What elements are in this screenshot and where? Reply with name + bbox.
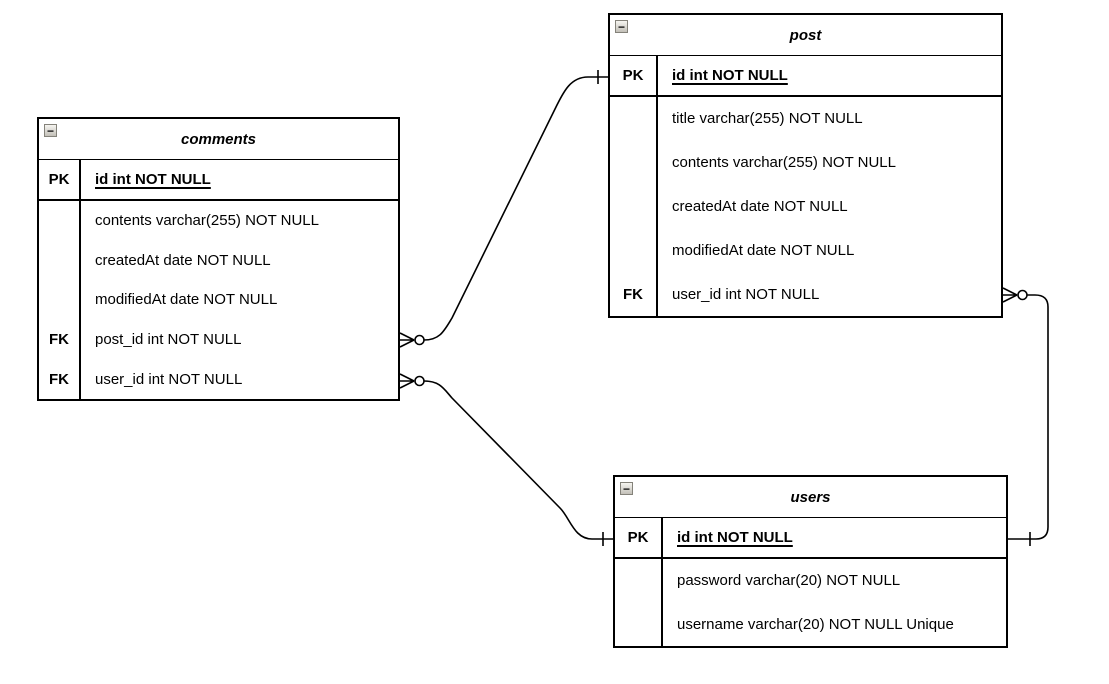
key-label [610, 228, 658, 273]
collapse-button[interactable]: − [615, 20, 628, 33]
table-body: contents varchar(255) NOT NULL createdAt… [39, 201, 398, 399]
crows-foot-many-icon [1002, 287, 1028, 303]
table-row: username varchar(20) NOT NULL Unique [615, 602, 1006, 646]
fk-label: FK [39, 359, 81, 399]
table-title: post [789, 26, 822, 44]
key-label [39, 280, 81, 320]
table-row-pk: PK id int NOT NULL [610, 56, 1001, 97]
field-text: id int NOT NULL [677, 529, 793, 546]
table-row-pk: PK id int NOT NULL [39, 160, 398, 201]
table-row: createdAt date NOT NULL [610, 184, 1001, 229]
table-row: title varchar(255) NOT NULL [610, 97, 1001, 141]
collapse-button[interactable]: − [620, 482, 633, 495]
table-title: users [790, 488, 831, 506]
table-row-pk: PK id int NOT NULL [615, 518, 1006, 559]
field-text: user_id int NOT NULL [95, 370, 243, 388]
field-text: modifiedAt date NOT NULL [672, 241, 855, 259]
table-row: modifiedAt date NOT NULL [39, 280, 398, 320]
field-text: title varchar(255) NOT NULL [672, 110, 863, 128]
relationship-line [423, 76, 608, 341]
table-title: comments [180, 130, 257, 148]
table-row: FK user_id int NOT NULL [610, 272, 1001, 316]
key-label [39, 201, 81, 241]
field-text: createdAt date NOT NULL [95, 251, 271, 269]
field-text: password varchar(20) NOT NULL [677, 572, 901, 590]
table-row: contents varchar(255) NOT NULL [39, 201, 398, 241]
zero-circle-icon [1017, 289, 1028, 301]
table-comments[interactable]: − comments PK id int NOT NULL contents v… [37, 117, 400, 401]
relationship-comments-users [399, 373, 613, 546]
fk-label: FK [610, 272, 658, 316]
field-text: modifiedAt date NOT NULL [95, 291, 278, 309]
relationship-post-users [1002, 287, 1049, 546]
table-row: FK post_id int NOT NULL [39, 319, 398, 360]
field-text: user_id int NOT NULL [672, 285, 820, 303]
field-text: username varchar(20) NOT NULL Unique [677, 615, 954, 633]
field-text: createdAt date NOT NULL [672, 197, 848, 215]
fk-label: FK [39, 319, 81, 360]
pk-label: PK [610, 56, 658, 95]
relationship-comments-post [399, 70, 608, 348]
collapse-button[interactable]: − [44, 124, 57, 137]
zero-circle-icon [414, 334, 425, 346]
key-label [610, 97, 658, 141]
table-row: contents varchar(255) NOT NULL [610, 140, 1001, 185]
field-text: id int NOT NULL [672, 67, 788, 84]
table-row: createdAt date NOT NULL [39, 240, 398, 281]
table-post[interactable]: − post PK id int NOT NULL title varchar(… [608, 13, 1003, 318]
key-label [615, 602, 663, 646]
table-body: title varchar(255) NOT NULL contents var… [610, 97, 1001, 316]
table-body: password varchar(20) NOT NULL username v… [615, 559, 1006, 646]
crows-foot-many-icon [399, 373, 425, 389]
key-label [615, 559, 663, 603]
field-text: post_id int NOT NULL [95, 331, 242, 349]
table-comments-header: − comments [39, 119, 398, 160]
table-row: password varchar(20) NOT NULL [615, 559, 1006, 603]
pk-label: PK [615, 518, 663, 557]
table-users[interactable]: − users PK id int NOT NULL password varc… [613, 475, 1008, 648]
field-text: id int NOT NULL [95, 171, 211, 188]
crows-foot-many-icon [399, 332, 425, 348]
key-label [610, 184, 658, 229]
zero-circle-icon [414, 375, 425, 387]
table-users-header: − users [615, 477, 1006, 518]
pk-label: PK [39, 160, 81, 199]
key-label [39, 240, 81, 281]
table-row: FK user_id int NOT NULL [39, 359, 398, 399]
table-post-header: − post [610, 15, 1001, 56]
key-label [610, 140, 658, 185]
field-text: contents varchar(255) NOT NULL [672, 154, 896, 172]
table-row: modifiedAt date NOT NULL [610, 228, 1001, 273]
field-text: contents varchar(255) NOT NULL [95, 212, 319, 230]
relationship-line [423, 380, 613, 540]
relationship-line [1008, 294, 1049, 540]
